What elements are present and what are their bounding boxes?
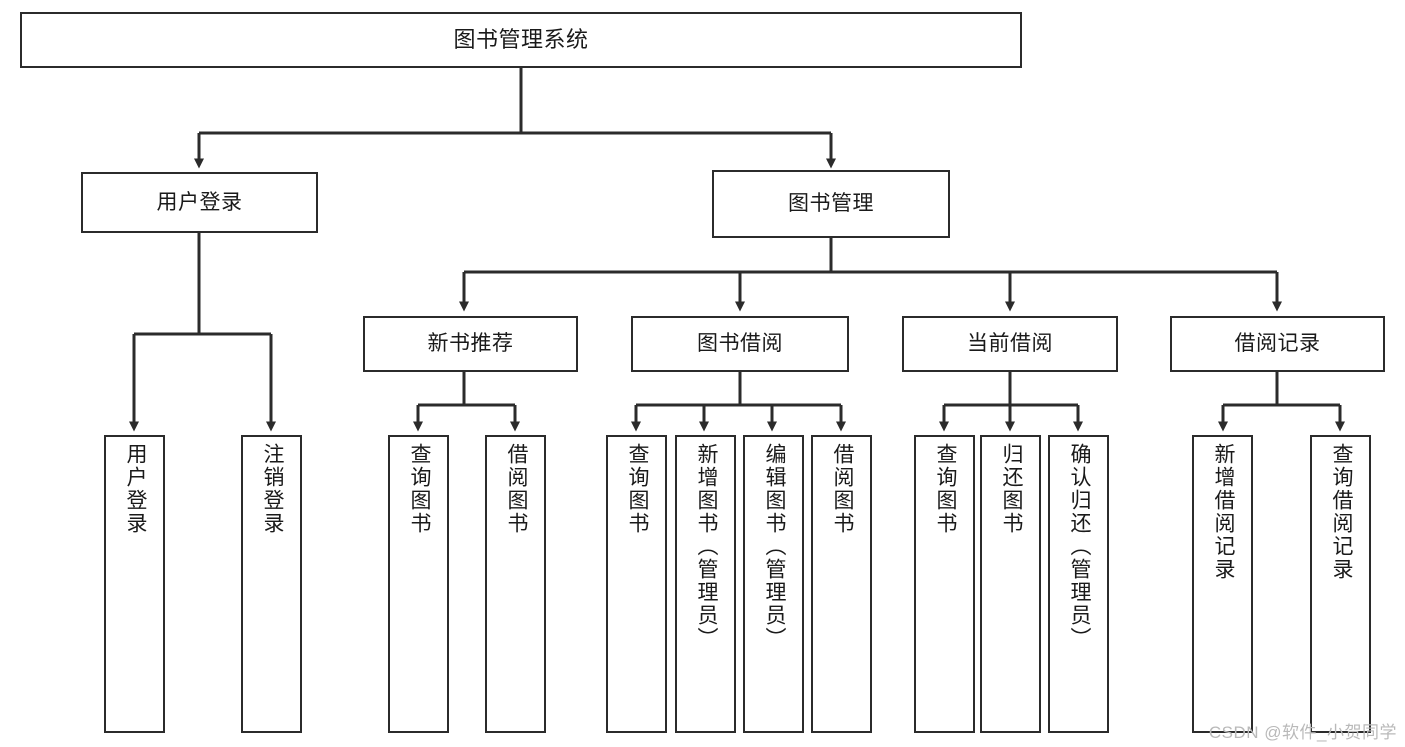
node-user-login-label: 用户登录 xyxy=(156,190,243,214)
node-book-borrow[interactable]: 图书借阅 xyxy=(631,316,849,372)
node-leaf-add-record[interactable]: 新增借阅记录 xyxy=(1192,435,1253,733)
node-user-login[interactable]: 用户登录 xyxy=(81,172,318,233)
node-leaf-borrow-book-1[interactable]: 借阅图书 xyxy=(485,435,546,733)
node-leaf-query-book-1-label: 查询图书 xyxy=(407,443,431,535)
node-leaf-edit-book-label: 编辑图书（管理员） xyxy=(762,443,786,650)
node-leaf-add-record-label: 新增借阅记录 xyxy=(1211,443,1235,581)
node-leaf-return-book[interactable]: 归还图书 xyxy=(980,435,1041,733)
node-leaf-confirm-return[interactable]: 确认归还（管理员） xyxy=(1048,435,1109,733)
node-leaf-confirm-return-label: 确认归还（管理员） xyxy=(1067,443,1091,650)
node-leaf-query-book-3[interactable]: 查询图书 xyxy=(914,435,975,733)
node-current-borrow[interactable]: 当前借阅 xyxy=(902,316,1118,372)
node-book-manage[interactable]: 图书管理 xyxy=(712,170,950,238)
node-leaf-user-logout-label: 注销登录 xyxy=(260,443,284,535)
node-leaf-query-book-2[interactable]: 查询图书 xyxy=(606,435,667,733)
node-leaf-borrow-book-1-label: 借阅图书 xyxy=(504,443,528,535)
node-root[interactable]: 图书管理系统 xyxy=(20,12,1022,68)
node-book-manage-label: 图书管理 xyxy=(788,192,874,216)
node-new-book-recommend[interactable]: 新书推荐 xyxy=(363,316,578,372)
node-leaf-query-book-2-label: 查询图书 xyxy=(625,443,649,535)
watermark: CSDN @软件_小贺同学 xyxy=(1208,723,1397,742)
node-leaf-add-book-label: 新增图书（管理员） xyxy=(694,443,718,650)
node-current-borrow-label: 当前借阅 xyxy=(967,332,1053,356)
node-leaf-query-record[interactable]: 查询借阅记录 xyxy=(1310,435,1371,733)
node-leaf-return-book-label: 归还图书 xyxy=(999,443,1023,535)
node-leaf-query-book-1[interactable]: 查询图书 xyxy=(388,435,449,733)
node-leaf-query-book-3-label: 查询图书 xyxy=(933,443,957,535)
node-leaf-query-record-label: 查询借阅记录 xyxy=(1329,443,1353,581)
node-new-book-recommend-label: 新书推荐 xyxy=(427,332,514,356)
node-leaf-user-login[interactable]: 用户登录 xyxy=(104,435,165,733)
node-borrow-record[interactable]: 借阅记录 xyxy=(1170,316,1385,372)
node-leaf-borrow-book-2-label: 借阅图书 xyxy=(830,443,854,535)
node-leaf-user-login-label: 用户登录 xyxy=(123,443,147,535)
node-leaf-user-logout[interactable]: 注销登录 xyxy=(241,435,302,733)
node-borrow-record-label: 借阅记录 xyxy=(1234,332,1321,356)
node-book-borrow-label: 图书借阅 xyxy=(697,332,783,356)
node-leaf-edit-book[interactable]: 编辑图书（管理员） xyxy=(743,435,804,733)
node-leaf-borrow-book-2[interactable]: 借阅图书 xyxy=(811,435,872,733)
node-root-label: 图书管理系统 xyxy=(453,26,589,52)
node-leaf-add-book[interactable]: 新增图书（管理员） xyxy=(675,435,736,733)
